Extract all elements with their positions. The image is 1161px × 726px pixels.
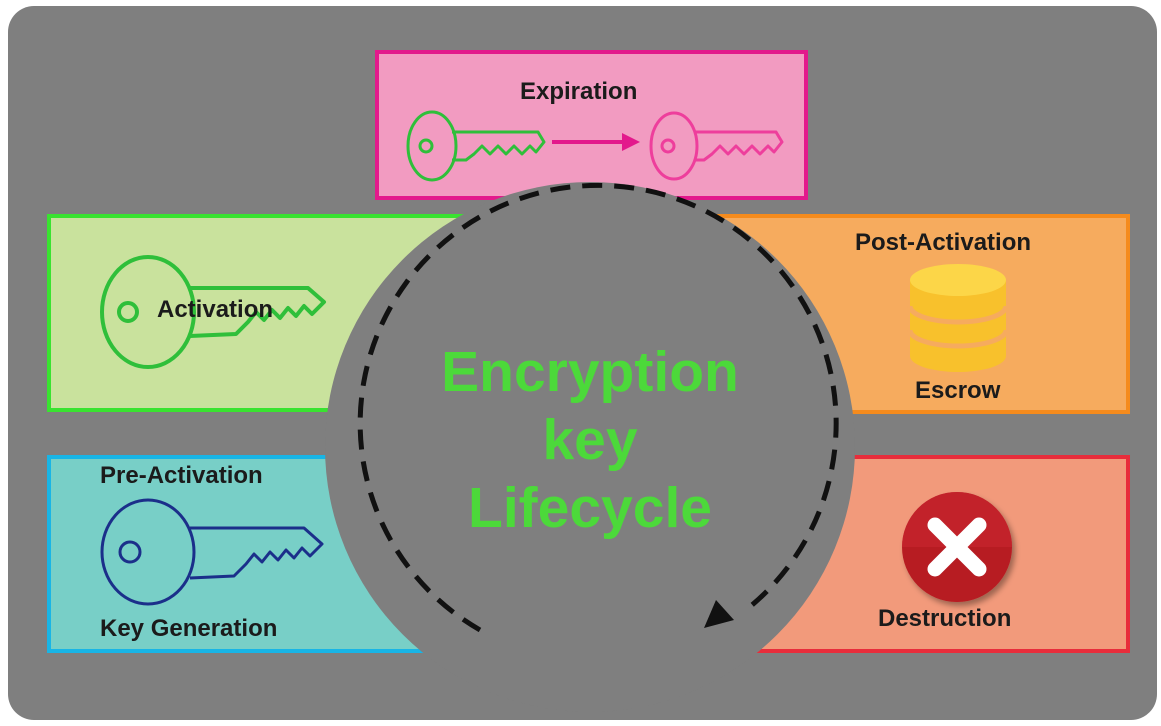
stage-label-destruction: Destruction: [878, 605, 1012, 632]
stage-label-key-generation: Key Generation: [100, 615, 278, 642]
stage-label-pre-activation: Pre-Activation: [100, 462, 263, 489]
stage-label-escrow: Escrow: [915, 377, 1001, 404]
database-icon: [907, 264, 1009, 372]
key-icon: [100, 498, 324, 606]
lifecycle-arrowhead-icon: [704, 600, 734, 628]
expiration-box: [375, 50, 808, 200]
stage-label-post-activation: Post-Activation: [855, 229, 1032, 256]
key-icon: [100, 255, 326, 369]
close-icon: [902, 492, 1012, 602]
title-line-3: Lifecycle: [468, 476, 712, 540]
diagram-title: Encryption key Lifecycle: [430, 338, 750, 542]
arrow-right-icon: [552, 133, 640, 151]
title-line-2: key: [542, 408, 638, 472]
lifecycle-dashed-arrow: [357, 182, 839, 633]
stage-label-expiration: Expiration: [520, 78, 638, 105]
stage-label-activation: Activation: [157, 296, 274, 323]
key-icon: [649, 111, 784, 181]
title-line-1: Encryption: [441, 340, 739, 404]
lifecycle-circle: [325, 182, 855, 712]
key-icon: [406, 110, 546, 182]
